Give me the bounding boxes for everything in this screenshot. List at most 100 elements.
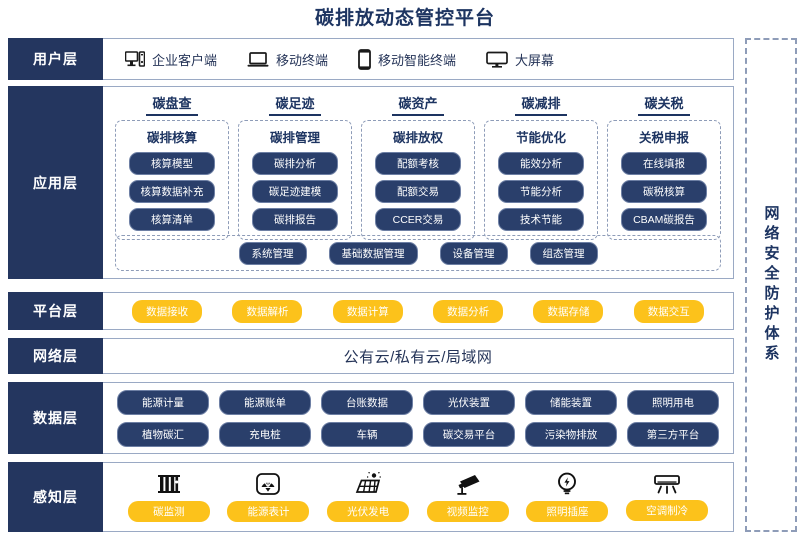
app-item[interactable]: 碳排报告 [252,208,338,231]
data-item[interactable]: 植物碳汇 [117,421,209,447]
management-item[interactable]: 设备管理 [439,241,508,265]
app-item[interactable]: 核算清单 [129,208,215,231]
perception-item-label: 照明插座 [526,501,609,522]
network-text: 公有云/私有云/局域网 [343,348,493,366]
app-column-box: 碳排核算 核算模型 核算数据补充 核算清单 [115,120,229,240]
data-item[interactable]: 车辆 [321,421,413,447]
app-item[interactable]: 碳足迹建模 [252,180,338,203]
platform-item[interactable]: 数据分析 [433,299,504,323]
app-column-carbon-reduction: 碳减排 节能优化 能效分析 节能分析 技术节能 [484,93,598,240]
user-item-label: 企业客户端 [152,52,218,68]
laptop-icon [247,51,269,68]
perception-item-lighting-socket[interactable]: 照明插座 [519,472,615,522]
app-column-box: 节能优化 能效分析 节能分析 技术节能 [484,120,598,240]
app-column-head: 碳盘查 [146,93,198,116]
layer-body-data: 能源计量 能源账单 台账数据 光伏装置 储能装置 照明用电 植物碳汇 充电桩 车… [103,382,734,454]
application-columns: 碳盘查 碳排核算 核算模型 核算数据补充 核算清单 碳足迹 碳排管理 碳排分析 [103,87,733,240]
solar-panel-icon [354,471,382,496]
app-column-box: 关税申报 在线填报 碳税核算 CBAM碳报告 [607,120,721,240]
user-item-mobile-terminal[interactable]: 移动终端 [247,50,328,69]
layer-row-network: 网络层 公有云/私有云/局域网 [8,338,734,374]
layer-label-network: 网络层 [8,338,103,374]
platform-item[interactable]: 数据计算 [332,299,403,323]
app-column-subtitle: 节能优化 [515,131,566,145]
app-item[interactable]: 配额考核 [375,152,461,175]
layer-body-platform: 数据接收 数据解析 数据计算 数据分析 数据存储 数据交互 [103,292,734,330]
security-band-label: 网络安全防护体系 [762,205,780,365]
management-item[interactable]: 系统管理 [238,241,307,265]
perception-item-air-conditioning[interactable]: 空调制冷 [619,473,715,521]
app-column-subtitle: 碳排管理 [269,131,320,145]
app-column-carbon-inventory: 碳盘查 碳排核算 核算模型 核算数据补充 核算清单 [115,93,229,240]
app-column-box: 碳排放权 配额考核 配额交易 CCER交易 [361,120,475,240]
perception-item-video-surveillance[interactable]: 视频监控 [420,472,516,522]
perception-item-label: 碳监测 [127,501,210,522]
perception-item-solar-power[interactable]: 光伏发电 [320,471,416,522]
data-row-1: 能源计量 能源账单 台账数据 光伏装置 储能装置 照明用电 [117,389,719,415]
air-conditioner-icon [653,473,681,495]
perception-item-label: 光伏发电 [327,501,410,522]
platform-item[interactable]: 数据交互 [633,299,704,323]
layer-row-application: 应用层 碳盘查 碳排核算 核算模型 核算数据补充 核算清单 碳足迹 [8,86,734,279]
layer-row-user: 用户层 企业客户端 [8,38,734,80]
layer-body-user: 企业客户端 移动终端 [103,38,734,80]
app-item[interactable]: CCER交易 [375,208,461,231]
user-item-label: 大屏幕 [515,52,555,68]
app-item[interactable]: 能效分析 [498,152,584,175]
platform-item[interactable]: 数据存储 [533,299,604,323]
smartphone-icon [358,48,371,70]
app-column-subtitle: 关税申报 [638,131,689,145]
data-item[interactable]: 照明用电 [627,389,719,415]
platform-item[interactable]: 数据接收 [132,299,203,323]
app-column-head: 碳资产 [392,93,444,116]
app-item[interactable]: CBAM碳报告 [621,208,707,231]
management-item[interactable]: 组态管理 [529,241,598,265]
app-column-head: 碳关税 [638,93,690,116]
layer-label-perception: 感知层 [8,462,103,532]
perception-item-energy-meter[interactable]: 能源表计 [220,472,316,522]
layer-row-perception: 感知层 碳监测 [8,462,734,532]
perception-item-label: 视频监控 [426,501,509,522]
layer-row-data: 数据层 能源计量 能源账单 台账数据 光伏装置 储能装置 照明用电 植物碳汇 充… [8,382,734,454]
app-column-subtitle: 碳排核算 [146,131,197,145]
data-item[interactable]: 台账数据 [321,389,413,415]
management-item[interactable]: 基础数据管理 [328,241,418,265]
lightbulb-icon [555,472,579,496]
platform-item[interactable]: 数据解析 [232,299,303,323]
app-column-carbon-tariff: 碳关税 关税申报 在线填报 碳税核算 CBAM碳报告 [607,93,721,240]
data-item[interactable]: 充电桩 [219,421,311,447]
data-item[interactable]: 光伏装置 [423,389,515,415]
perception-item-carbon-monitor[interactable]: 碳监测 [121,472,217,522]
app-column-subtitle: 碳排放权 [392,131,443,145]
data-item[interactable]: 能源计量 [117,389,209,415]
data-row-2: 植物碳汇 充电桩 车辆 碳交易平台 污染物排放 第三方平台 [117,421,719,447]
app-item[interactable]: 碳税核算 [621,180,707,203]
app-item[interactable]: 配额交易 [375,180,461,203]
layer-label-user: 用户层 [8,38,103,80]
data-item[interactable]: 污染物排放 [525,421,617,447]
data-item[interactable]: 第三方平台 [627,421,719,447]
layer-row-platform: 平台层 数据接收 数据解析 数据计算 数据分析 数据存储 数据交互 [8,292,734,330]
app-item[interactable]: 碳排分析 [252,152,338,175]
user-item-enterprise-client[interactable]: 企业客户端 [124,50,218,69]
user-item-large-screen[interactable]: 大屏幕 [486,50,554,69]
app-item[interactable]: 节能分析 [498,180,584,203]
app-item[interactable]: 技术节能 [498,208,584,231]
large-screen-icon [486,51,508,68]
page-title: 碳排放动态管控平台 [314,8,495,29]
app-column-carbon-assets: 碳资产 碳排放权 配额考核 配额交易 CCER交易 [361,93,475,240]
carbon-monitor-icon [156,472,182,496]
data-item[interactable]: 碳交易平台 [423,421,515,447]
data-item[interactable]: 储能装置 [525,389,617,415]
user-item-smart-mobile-terminal[interactable]: 移动智能终端 [358,48,456,70]
app-column-carbon-footprint: 碳足迹 碳排管理 碳排分析 碳足迹建模 碳排报告 [238,93,352,240]
app-item[interactable]: 在线填报 [621,152,707,175]
layer-label-data: 数据层 [8,382,103,454]
user-item-label: 移动终端 [276,52,329,68]
cctv-camera-icon [454,472,482,496]
app-item[interactable]: 核算模型 [129,152,215,175]
layer-label-application: 应用层 [8,86,103,279]
data-item[interactable]: 能源账单 [219,389,311,415]
app-item[interactable]: 核算数据补充 [129,180,215,203]
